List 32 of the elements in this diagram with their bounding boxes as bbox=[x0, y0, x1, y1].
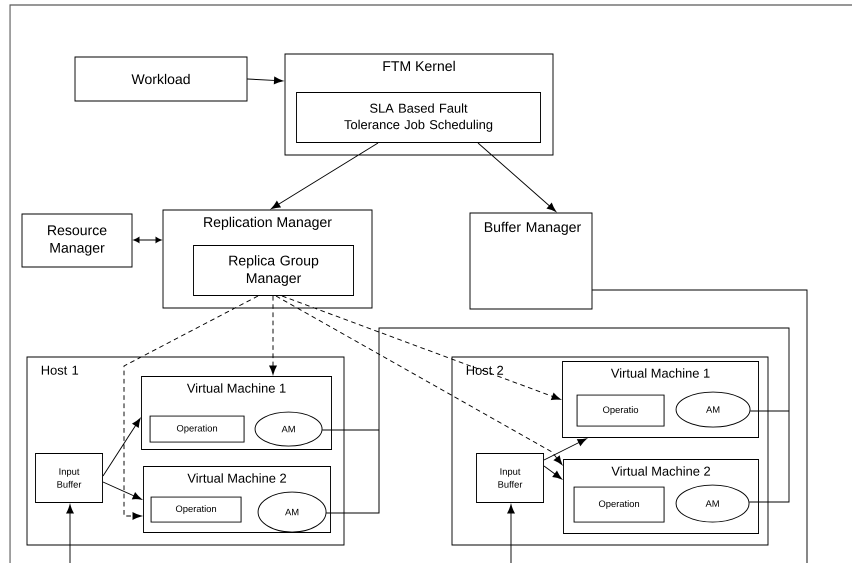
process-box: Resource Manager bbox=[22, 214, 132, 268]
arrow bbox=[276, 296, 562, 465]
ellipse-node: AM bbox=[676, 484, 750, 523]
process-box: Input Buffer bbox=[476, 453, 544, 503]
ellipse-node: AM bbox=[676, 392, 751, 428]
arrow bbox=[102, 418, 141, 476]
arrow bbox=[102, 482, 142, 500]
arrow bbox=[271, 142, 378, 210]
arrow bbox=[544, 438, 587, 460]
arrow bbox=[282, 296, 561, 400]
arrow bbox=[133, 236, 162, 244]
arrow bbox=[507, 504, 515, 563]
process-box: Operation bbox=[574, 486, 665, 523]
arrow bbox=[66, 504, 74, 563]
process-box: Operatio bbox=[576, 394, 665, 427]
arrow bbox=[269, 296, 277, 375]
connector-line bbox=[592, 290, 808, 563]
process-box: Operation bbox=[150, 496, 242, 523]
process-box: Replica Group Manager bbox=[193, 245, 354, 296]
process-box: Input Buffer bbox=[35, 453, 103, 503]
connector-line bbox=[749, 410, 790, 502]
ellipse-node: AM bbox=[254, 412, 323, 447]
arrow bbox=[478, 142, 556, 212]
arrow bbox=[544, 466, 562, 480]
process-box: SLA Based Fault Tolerance Job Scheduling bbox=[296, 92, 541, 143]
arrow bbox=[247, 76, 284, 84]
process-box: Buffer Manager bbox=[470, 212, 592, 310]
process-box: Operation bbox=[150, 416, 245, 443]
ellipse-node: AM bbox=[258, 492, 327, 533]
connector-line bbox=[326, 328, 790, 514]
arrow bbox=[124, 296, 258, 520]
process-box: Workload bbox=[74, 56, 248, 102]
